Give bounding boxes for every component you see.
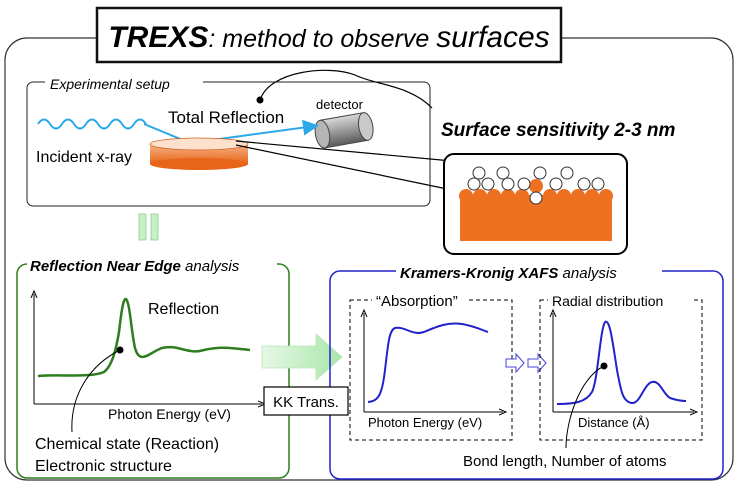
small-arrow-1 xyxy=(505,352,525,374)
kk-transform-arrow xyxy=(261,333,343,381)
kk-title-bold: Kramers-Kronig XAFS xyxy=(400,265,558,282)
zoom-line-bottom xyxy=(235,144,453,191)
detector-icon xyxy=(314,112,374,149)
surface-atoms xyxy=(459,166,613,241)
title-big: surfaces xyxy=(436,21,549,54)
absorption-title: “Absorption” xyxy=(376,293,458,310)
setup-box xyxy=(26,81,431,207)
incident-xray-wave xyxy=(37,118,147,130)
absorption-curve xyxy=(367,322,489,403)
radial-curve xyxy=(556,320,687,405)
rne-title-rest: analysis xyxy=(181,258,240,275)
rne-note-2: Electronic structure xyxy=(35,458,172,475)
title-box xyxy=(95,6,563,64)
equals-bar-left xyxy=(138,213,147,241)
zoom-line-top xyxy=(235,140,453,162)
radial-x-label: Distance (Å) xyxy=(578,415,650,430)
radial-leader-line xyxy=(565,365,605,449)
kk-note: Bond length, Number of atoms xyxy=(463,453,666,470)
detector-label: detector xyxy=(316,97,364,112)
kk-title-rest: analysis xyxy=(558,265,617,282)
title-rest: : method to observe xyxy=(208,25,436,53)
sample-disk xyxy=(149,137,249,170)
rne-x-label: Photon Energy (eV) xyxy=(108,406,231,422)
rne-leader-line xyxy=(71,349,121,433)
incident-label: Incident x-ray xyxy=(36,149,132,166)
rne-curve-label: Reflection xyxy=(148,301,219,318)
page-title: TREXS: method to observe surfaces xyxy=(108,21,549,54)
rne-note-1: Chemical state (Reaction) xyxy=(35,436,219,453)
setup-label: Experimental setup xyxy=(50,76,170,92)
small-arrow-2 xyxy=(527,352,547,374)
equals-bar-right xyxy=(150,213,159,241)
total-reflection-label: Total Reflection xyxy=(168,108,284,127)
surface-sensitivity-label: Surface sensitivity 2-3 nm xyxy=(441,120,676,141)
title-bold: TREXS xyxy=(108,21,208,54)
callout-dot xyxy=(256,96,264,104)
rne-title-bold: Reflection Near Edge xyxy=(30,258,181,275)
absorption-x-label: Photon Energy (eV) xyxy=(368,415,482,430)
kk-trans-box xyxy=(263,386,349,416)
kk-title: Kramers-Kronig XAFS analysis xyxy=(400,265,617,282)
kk-trans-label: KK Trans. xyxy=(273,394,339,411)
rne-reflection-curve xyxy=(37,297,251,378)
callout-curve xyxy=(259,69,433,109)
rne-title: Reflection Near Edge analysis xyxy=(30,258,240,275)
radial-title: Radial distribution xyxy=(552,293,663,309)
